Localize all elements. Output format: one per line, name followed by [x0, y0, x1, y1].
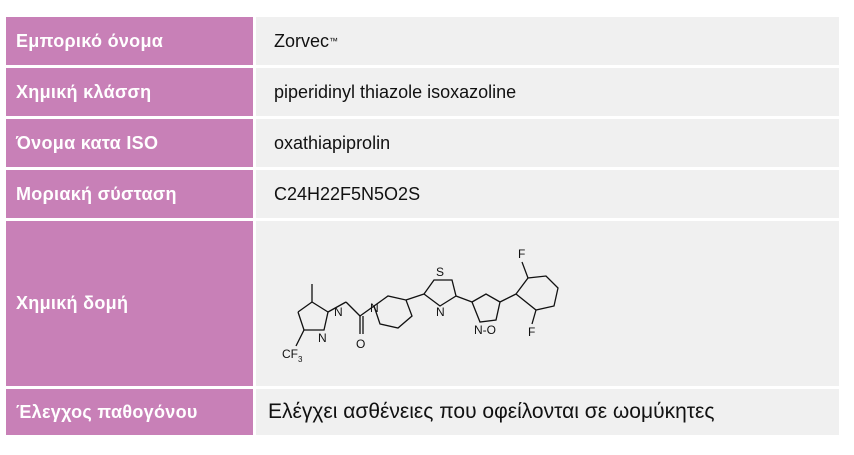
atom-n2: N — [318, 331, 327, 345]
row-value-pathogen-control: Ελέγχει ασθένειες που οφείλονται σε ωομύ… — [256, 389, 839, 435]
row-label-pathogen-control: Έλεγχος παθογόνου — [6, 389, 256, 435]
row-value-iso-name: oxathiapiprolin — [256, 119, 839, 167]
trade-name-text: Zorvec — [274, 30, 330, 51]
atom-cf3-subscript: 3 — [298, 355, 303, 364]
row-label-chemical-structure: Χημική δομή — [6, 221, 256, 386]
row-chemical-class: Χημική κλάσση piperidinyl thiazole isoxa… — [6, 68, 839, 119]
atom-s: S — [436, 265, 444, 279]
row-value-molecular-formula: C24H22F5N5O2S — [256, 170, 839, 218]
row-chemical-structure: Χημική δομή — [6, 221, 839, 389]
atom-f1: F — [518, 247, 525, 261]
row-value-chemical-class: piperidinyl thiazole isoxazoline — [256, 68, 839, 116]
trademark-symbol: ™ — [329, 36, 339, 46]
chemical-structure-diagram: N N O N S N N-O F F CF 3 O — [282, 247, 559, 364]
atom-cf: CF — [282, 347, 298, 361]
atom-f2: F — [528, 325, 535, 339]
row-label-trade-name: Εμπορικό όνομα — [6, 17, 256, 65]
row-label-chemical-class: Χημική κλάσση — [6, 68, 256, 116]
row-pathogen-control: Έλεγχος παθογόνου Ελέγχει ασθένειες που … — [6, 389, 839, 438]
row-label-iso-name: Όνομα κατα ISO — [6, 119, 256, 167]
row-molecular-formula: Μοριακή σύσταση C24H22F5N5O2S — [6, 170, 839, 221]
row-iso-name: Όνομα κατα ISO oxathiapiprolin — [6, 119, 839, 170]
atom-n4: N — [436, 305, 445, 319]
atom-n1: N — [334, 305, 343, 319]
row-label-molecular-formula: Μοριακή σύσταση — [6, 170, 256, 218]
atom-n3: N — [370, 301, 379, 315]
atom-o1: O — [356, 337, 365, 351]
atom-isoxazoline: N-O — [474, 323, 496, 337]
row-value-chemical-structure: N N O N S N N-O F F CF 3 O — [256, 221, 839, 386]
